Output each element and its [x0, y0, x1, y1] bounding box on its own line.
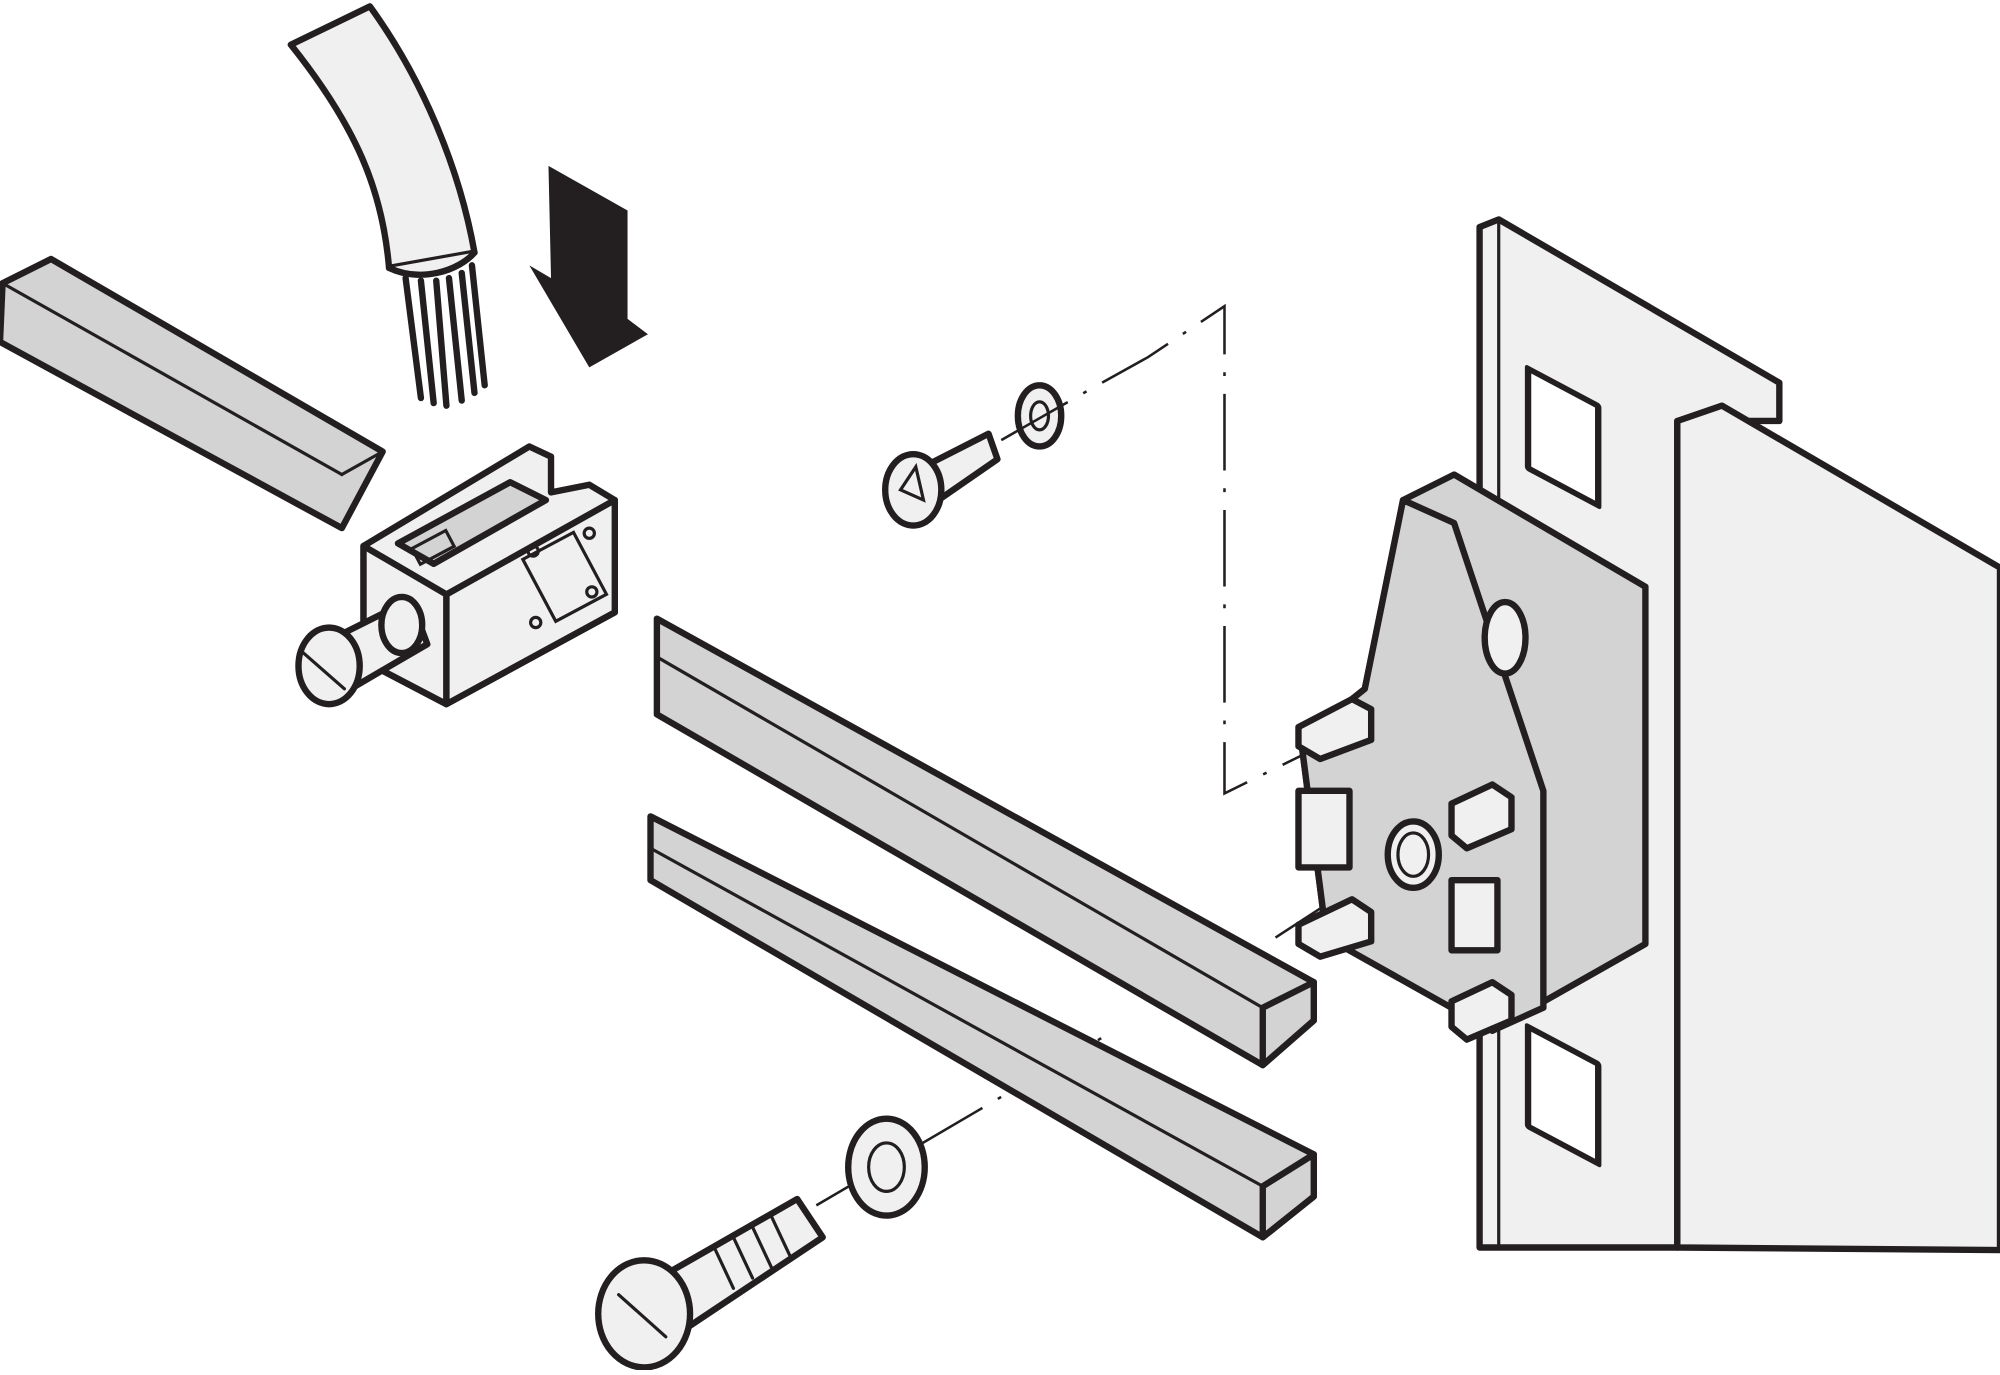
upper-washer	[1014, 382, 1065, 450]
terminal-block	[360, 443, 618, 708]
lower-profile-bar	[647, 813, 1317, 1241]
upper-profile-bar	[653, 615, 1317, 1069]
left-profile-bar	[0, 255, 386, 532]
mounting-bracket	[1295, 471, 1649, 1043]
cable	[287, 3, 488, 409]
wire-strands	[402, 262, 488, 409]
upper-screw	[882, 430, 1001, 529]
lower-screw	[595, 1195, 826, 1371]
down-arrow-icon	[529, 165, 648, 368]
lower-washer	[845, 1115, 928, 1219]
terminal-screw	[295, 593, 431, 708]
